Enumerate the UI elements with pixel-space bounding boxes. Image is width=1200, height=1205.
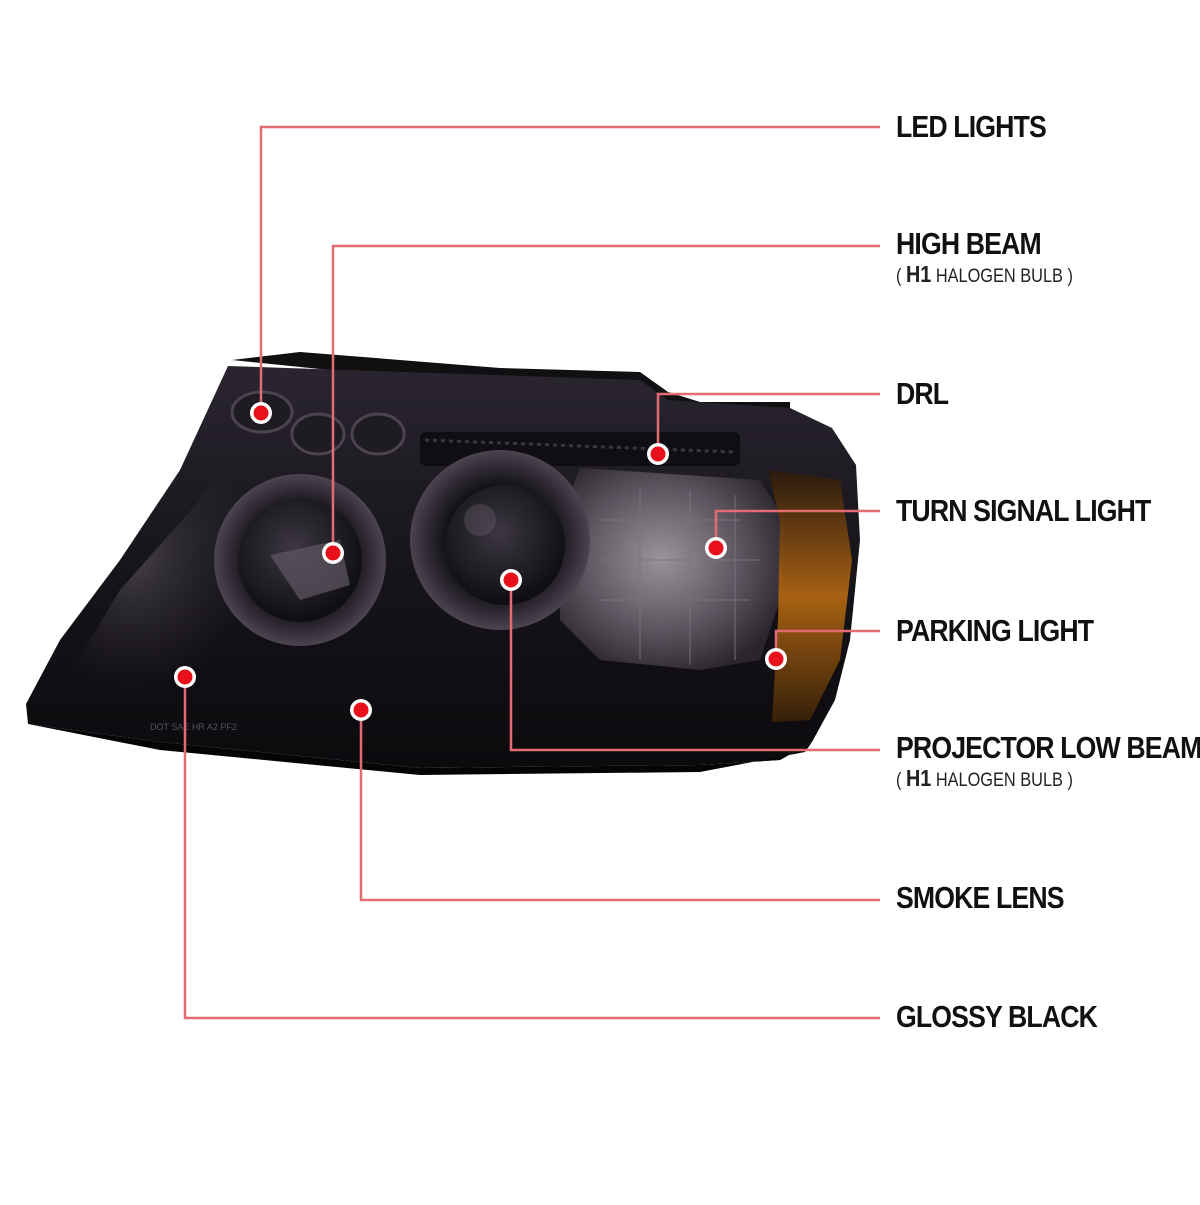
callout-led-lights: LED LIGHTS (896, 110, 1070, 144)
sublabel-prefix: ( (896, 266, 906, 287)
led-pod (290, 412, 346, 456)
callout-dot-drl (650, 446, 666, 462)
leader-line-drl (656, 392, 880, 454)
callout-label-drl: DRL (896, 376, 949, 411)
callout-turn-signal-light: TURN SIGNAL LIGHT (896, 494, 1192, 528)
leader-line-smoke-lens (359, 710, 880, 902)
sublabel-text: HALOGEN BULB ) (931, 266, 1073, 287)
callout-label-turn-signal-light: TURN SIGNAL LIGHT (896, 493, 1151, 528)
led-pod (350, 412, 406, 456)
bulb-code: H1 (905, 765, 932, 791)
low-beam-projector (410, 450, 590, 630)
callout-label-led-lights: LED LIGHTS (896, 109, 1047, 144)
callout-label-parking-light: PARKING LIGHT (896, 613, 1094, 648)
amber-parking-lens (768, 470, 852, 722)
callout-projector-low-beam: PROJECTOR LOW BEAM( H1 HALOGEN BULB ) (896, 731, 1200, 792)
leader-line-high-beam (331, 244, 880, 553)
sublabel-text: HALOGEN BULB ) (931, 770, 1073, 791)
callout-drl: DRL (896, 377, 957, 411)
callout-label-projector-low-beam: PROJECTOR LOW BEAM (896, 730, 1200, 765)
callout-leaders (174, 125, 880, 1020)
turn-signal-reflector (560, 468, 785, 670)
sublabel-prefix: ( (896, 770, 906, 791)
callout-high-beam: HIGH BEAM( H1 HALOGEN BULB ) (896, 227, 1102, 288)
callout-dot-turn-signal-light (708, 540, 724, 556)
lens-stamp: DOT SAE HR A2 PF2 (150, 722, 237, 732)
leader-line-projector-low-beam (509, 580, 880, 752)
callout-parking-light: PARKING LIGHT (896, 614, 1125, 648)
drl-led-row (424, 438, 736, 454)
callout-label-high-beam: HIGH BEAM (896, 226, 1042, 261)
callout-dot-glossy-black (177, 669, 193, 685)
callout-dot-high-beam (325, 545, 341, 561)
callout-smoke-lens: SMOKE LENS (896, 881, 1091, 915)
callout-sublabel-high-beam: ( H1 HALOGEN BULB ) (896, 263, 1073, 288)
callout-dot-smoke-lens (353, 702, 369, 718)
bulb-code: H1 (905, 261, 932, 287)
low-beam-lens (445, 485, 565, 605)
leader-line-glossy-black (183, 677, 880, 1020)
headlight-body: DOT SAE HR A2 PF2 (26, 352, 860, 775)
callout-glossy-black: GLOSSY BLACK (896, 1000, 1130, 1034)
leader-line-turn-signal-light (714, 509, 880, 548)
callout-sublabel-projector-low-beam: ( H1 HALOGEN BULB ) (896, 767, 1200, 792)
low-beam-lens-highlight (464, 504, 496, 536)
callout-dot-led-lights (253, 405, 269, 421)
callout-label-glossy-black: GLOSSY BLACK (896, 999, 1098, 1034)
callout-label-smoke-lens: SMOKE LENS (896, 880, 1065, 915)
high-beam-projector (214, 474, 386, 646)
callout-dot-projector-low-beam (503, 572, 519, 588)
reflector-facets (600, 490, 760, 665)
leader-line-led-lights (259, 125, 880, 413)
callout-dot-parking-light (768, 651, 784, 667)
